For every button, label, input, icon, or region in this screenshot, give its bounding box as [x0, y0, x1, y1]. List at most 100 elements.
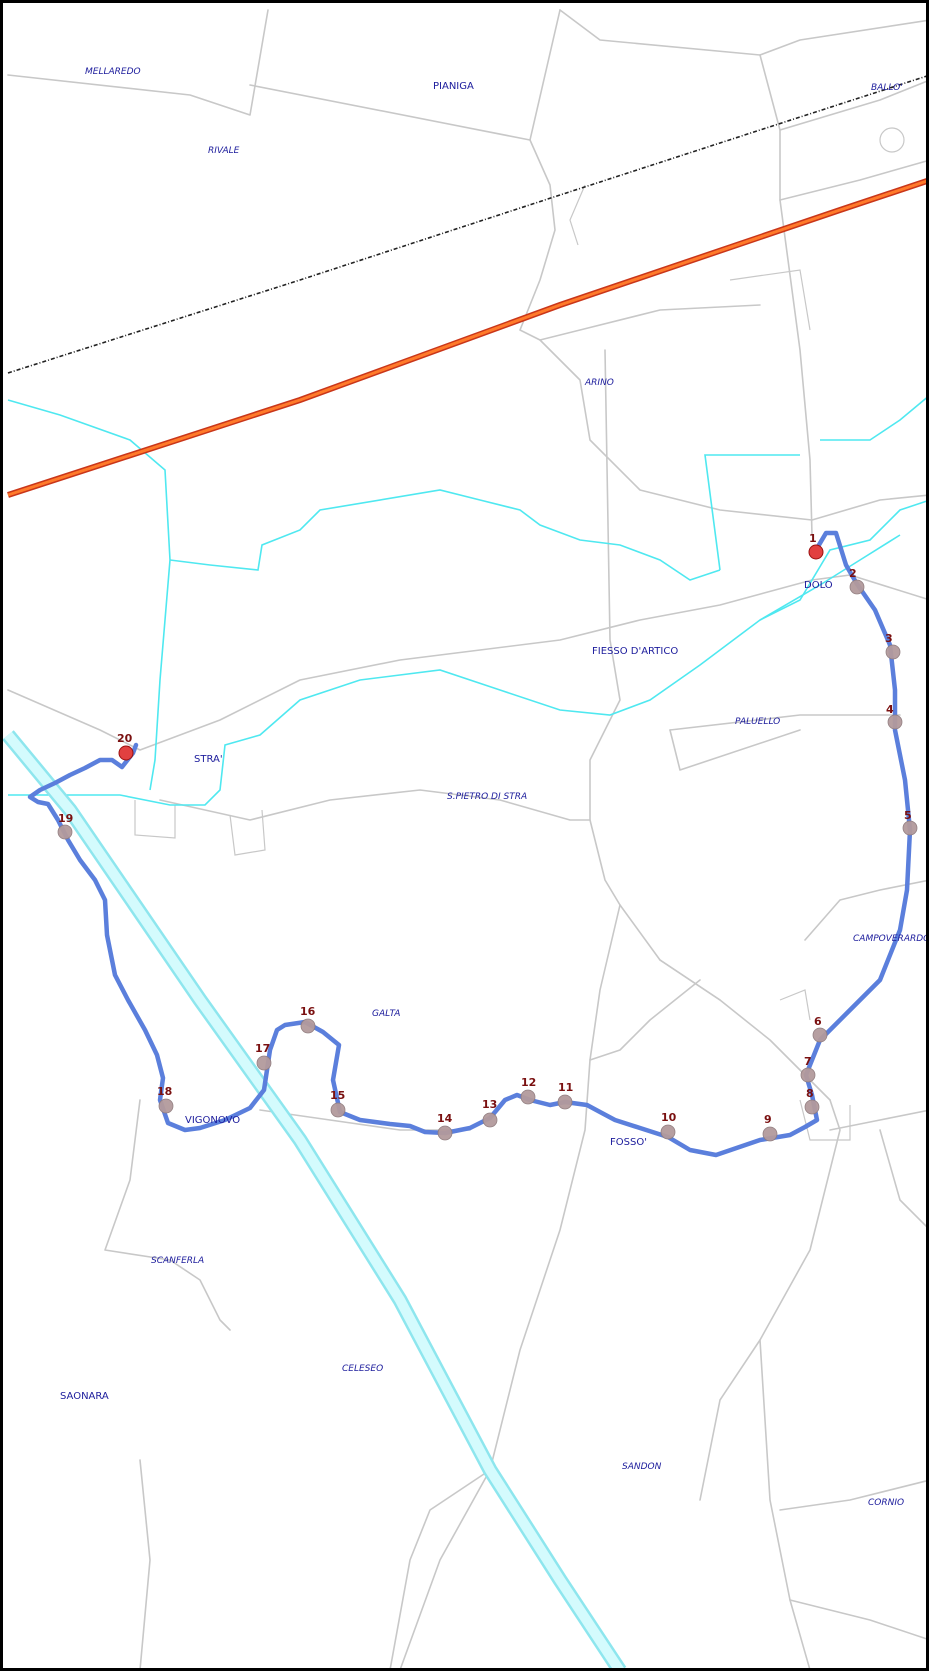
road	[249, 9, 561, 141]
waypoint-7[interactable]: 7	[800, 1055, 816, 1083]
river	[820, 394, 929, 441]
waypoint-2[interactable]: 2	[849, 567, 865, 595]
waypoint-number: 16	[300, 1005, 316, 1018]
place-label-fiesso: FIESSO D'ARTICO	[592, 646, 678, 657]
place-label-mellaredo: MELLAREDO	[85, 67, 141, 77]
waypoint-marker[interactable]	[57, 824, 73, 840]
waypoint-18[interactable]: 18	[157, 1085, 174, 1114]
waypoint-marker[interactable]	[885, 644, 901, 660]
road	[779, 989, 811, 1021]
place-label-scanferla: SCANFERLA	[151, 1256, 204, 1266]
waypoint-4[interactable]: 4	[886, 703, 903, 730]
waypoint-17[interactable]: 17	[255, 1042, 272, 1071]
waypoint-number: 11	[558, 1081, 573, 1094]
route-track[interactable]	[27, 530, 913, 1158]
place-label-celeseo: CELESEO	[342, 1364, 383, 1374]
road	[104, 1099, 231, 1331]
waypoint-number: 15	[330, 1089, 345, 1102]
waypoint-8[interactable]: 8	[804, 1087, 820, 1115]
waypoint-marker[interactable]	[804, 1099, 820, 1115]
waypoint-number: 9	[764, 1113, 772, 1126]
waypoint-marker[interactable]	[118, 745, 134, 761]
waypoint-number: 13	[482, 1098, 497, 1111]
waypoint-marker[interactable]	[902, 820, 918, 836]
waypoint-13[interactable]: 13	[482, 1098, 498, 1128]
road	[799, 1099, 851, 1141]
road	[699, 1339, 761, 1501]
waypoint-marker[interactable]	[437, 1125, 453, 1141]
river-network	[7, 394, 929, 806]
place-label-stra: STRA'	[194, 754, 223, 765]
waypoint-number: 8	[806, 1087, 814, 1100]
waypoint-marker[interactable]	[812, 1027, 828, 1043]
waypoint-10[interactable]: 10	[660, 1111, 677, 1140]
road	[779, 1479, 929, 1511]
road	[804, 879, 929, 941]
place-label-layer: MELLAREDO PIANIGA BALLO' RIVALE ARINO DO…	[60, 67, 929, 1508]
waypoint-6[interactable]: 6	[812, 1015, 828, 1043]
waypoint-marker[interactable]	[762, 1126, 778, 1142]
river	[8, 534, 901, 806]
waypoint-19[interactable]: 19	[57, 812, 73, 840]
waypoint-marker[interactable]	[887, 714, 903, 730]
road	[519, 139, 761, 341]
road	[759, 1099, 841, 1671]
waypoint-marker[interactable]	[158, 1098, 174, 1114]
waypoint-number: 5	[904, 809, 912, 822]
road	[134, 800, 176, 839]
road	[879, 1129, 929, 1231]
road	[139, 1459, 151, 1671]
road	[569, 184, 586, 246]
waypoint-marker[interactable]	[557, 1094, 573, 1110]
place-label-campoverardo: CAMPOVERARDO	[853, 934, 929, 944]
waypoint-5[interactable]: 5	[902, 809, 918, 836]
waypoint-marker[interactable]	[256, 1055, 272, 1071]
place-label-vigonovo: VIGONOVO	[185, 1115, 240, 1126]
waypoint-3[interactable]: 3	[885, 632, 901, 660]
waypoint-number: 2	[849, 567, 857, 580]
road	[259, 1109, 471, 1131]
waypoint-14[interactable]: 14	[437, 1112, 453, 1141]
place-label-saonara: SAONARA	[60, 1391, 109, 1402]
canal	[2, 730, 627, 1671]
road-network	[7, 9, 929, 1671]
place-label-spietro: S.PIETRO DI STRA	[447, 792, 527, 802]
place-label-dolo: DOLO	[804, 580, 833, 591]
waypoint-1[interactable]: 1	[808, 532, 824, 560]
road	[779, 159, 929, 201]
waypoint-marker[interactable]	[660, 1124, 676, 1140]
motorway-center	[7, 178, 929, 497]
road	[589, 349, 721, 1001]
waypoint-marker[interactable]	[849, 579, 865, 595]
river	[169, 489, 721, 581]
road	[779, 79, 929, 131]
road	[229, 809, 266, 856]
place-label-fosso: FOSSO'	[610, 1137, 647, 1148]
waypoint-marker[interactable]	[300, 1018, 316, 1034]
waypoint-number: 7	[804, 1055, 812, 1068]
waypoint-number: 18	[157, 1085, 172, 1098]
waypoint-number: 17	[255, 1042, 270, 1055]
waypoint-marker[interactable]	[482, 1112, 498, 1128]
waypoint-15[interactable]: 15	[330, 1089, 346, 1118]
railway-line	[7, 74, 929, 374]
waypoint-9[interactable]: 9	[762, 1113, 778, 1142]
canal-water	[4, 731, 625, 1671]
waypoint-marker[interactable]	[800, 1067, 816, 1083]
waypoint-11[interactable]: 11	[557, 1081, 573, 1110]
waypoint-marker[interactable]	[520, 1089, 536, 1105]
place-label-galta: GALTA	[372, 1009, 400, 1019]
road	[669, 729, 801, 771]
waypoint-16[interactable]: 16	[300, 1005, 316, 1034]
waypoint-12[interactable]: 12	[520, 1076, 536, 1105]
waypoint-marker[interactable]	[330, 1102, 346, 1118]
waypoint-20[interactable]: 20	[117, 732, 134, 761]
place-label-sandon: SANDON	[622, 1462, 662, 1472]
road	[399, 904, 621, 1671]
waypoint-marker[interactable]	[808, 544, 824, 560]
place-label-ballo: BALLO'	[871, 83, 903, 93]
